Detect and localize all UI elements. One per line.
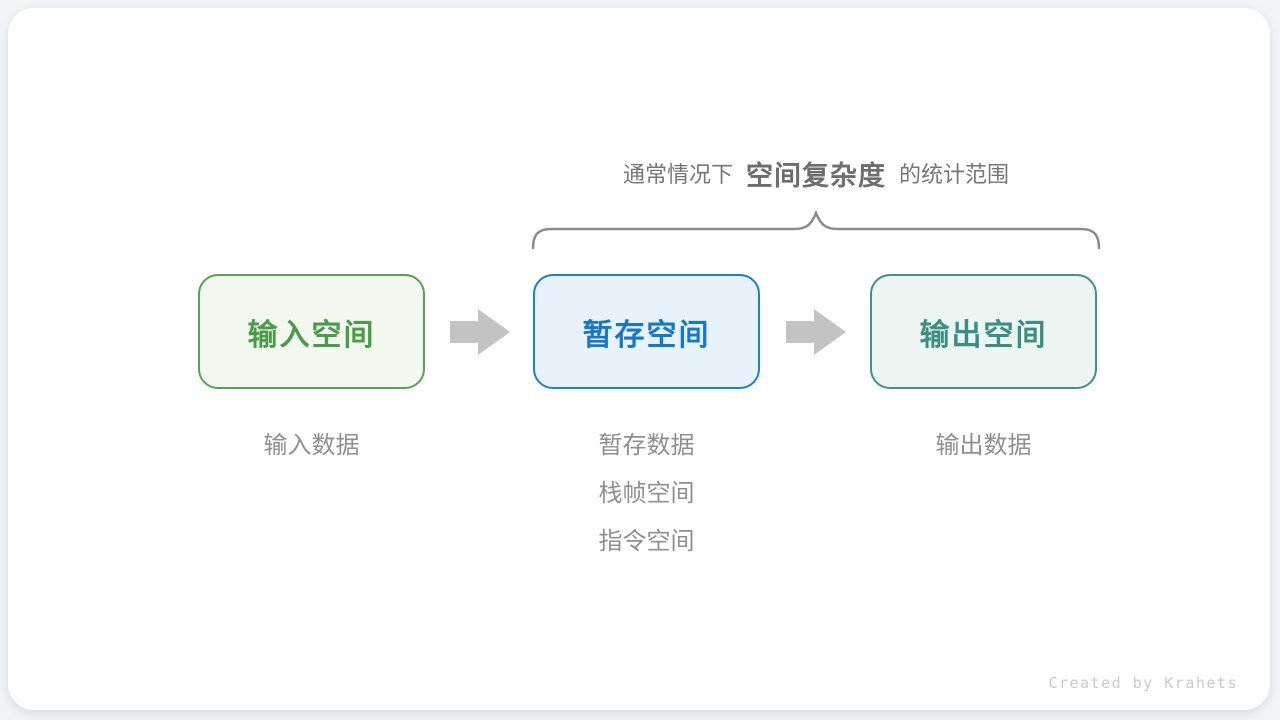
- sublabel-instruction-space: 指令空间: [598, 528, 695, 555]
- box-temp-space-label: 暂存空间: [582, 318, 711, 352]
- sublabel-output-data: 输出数据: [935, 432, 1032, 459]
- title-suffix: 的统计范围: [899, 162, 1010, 187]
- arrow-right-icon: [786, 309, 846, 355]
- credit-text: Created by Krahets: [1048, 674, 1238, 692]
- title-prefix: 通常情况下: [622, 162, 733, 187]
- diagram-card: 通常情况下 空间复杂度 的统计范围 输入空间 暂存空间 输出空间 输入数据 暂存…: [8, 8, 1270, 710]
- curly-brace: [531, 209, 1101, 250]
- temp-sublabels: 暂存数据 栈帧空间 指令空间: [533, 422, 760, 566]
- diagram-title: 通常情况下 空间复杂度 的统计范围: [458, 152, 1174, 194]
- box-input-space-label: 输入空间: [247, 318, 376, 352]
- box-temp-space: 暂存空间: [533, 274, 760, 389]
- box-output-space-label: 输出空间: [919, 318, 1048, 352]
- box-output-space: 输出空间: [870, 274, 1097, 389]
- arrow-right-icon: [450, 309, 510, 355]
- input-sublabels: 输入数据: [198, 422, 425, 470]
- box-input-space: 输入空间: [198, 274, 425, 389]
- sublabel-temp-data: 暂存数据: [598, 432, 695, 459]
- title-emphasis: 空间复杂度: [746, 160, 886, 191]
- sublabel-stack-frame-space: 栈帧空间: [598, 480, 695, 507]
- output-sublabels: 输出数据: [870, 422, 1097, 470]
- sublabel-input-data: 输入数据: [263, 432, 360, 459]
